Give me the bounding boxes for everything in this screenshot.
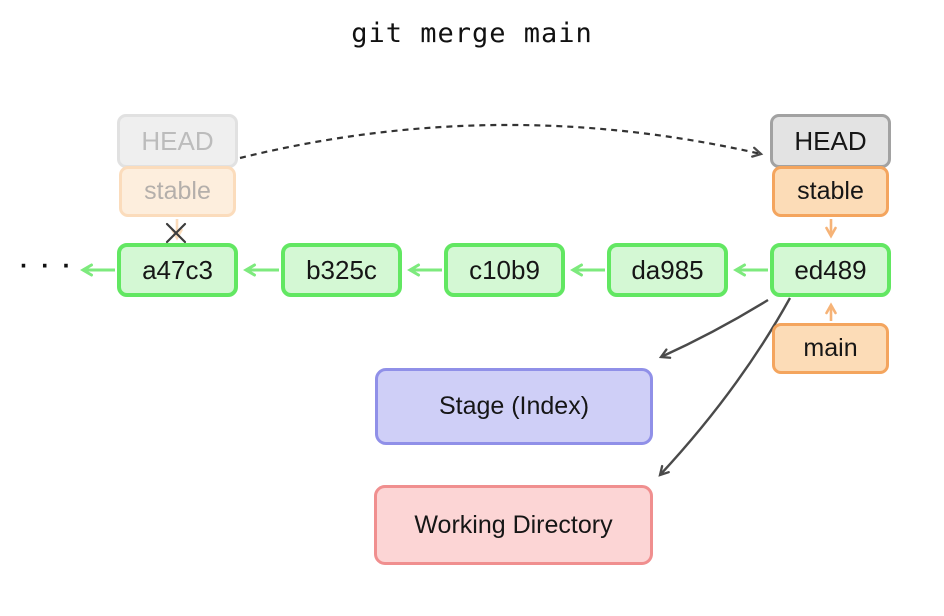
old-head-pointer: HEAD [117, 114, 238, 168]
commit-node-ed489: ed489 [770, 243, 891, 297]
checkout-to-stage-arrow [658, 298, 769, 359]
old-stable-pointer: stable [119, 166, 236, 217]
commit-node-b325c: b325c [281, 243, 402, 297]
stage-index-box: Stage (Index) [375, 368, 653, 445]
commit-node-c10b9: c10b9 [444, 243, 565, 297]
commit-node-a47c3: a47c3 [117, 243, 238, 297]
commit-node-da985: da985 [607, 243, 728, 297]
checkout-to-working-arrow [658, 297, 792, 477]
history-ellipsis: · · · [20, 252, 74, 280]
head-move-dashed-arrow [239, 123, 764, 160]
main-branch-pointer: main [772, 323, 889, 374]
head-pointer: HEAD [770, 114, 891, 168]
deleted-pointer-cross-icon [165, 222, 187, 244]
working-directory-box: Working Directory [374, 485, 653, 565]
stable-branch-pointer: stable [772, 166, 889, 217]
command-title: git merge main [351, 18, 593, 49]
